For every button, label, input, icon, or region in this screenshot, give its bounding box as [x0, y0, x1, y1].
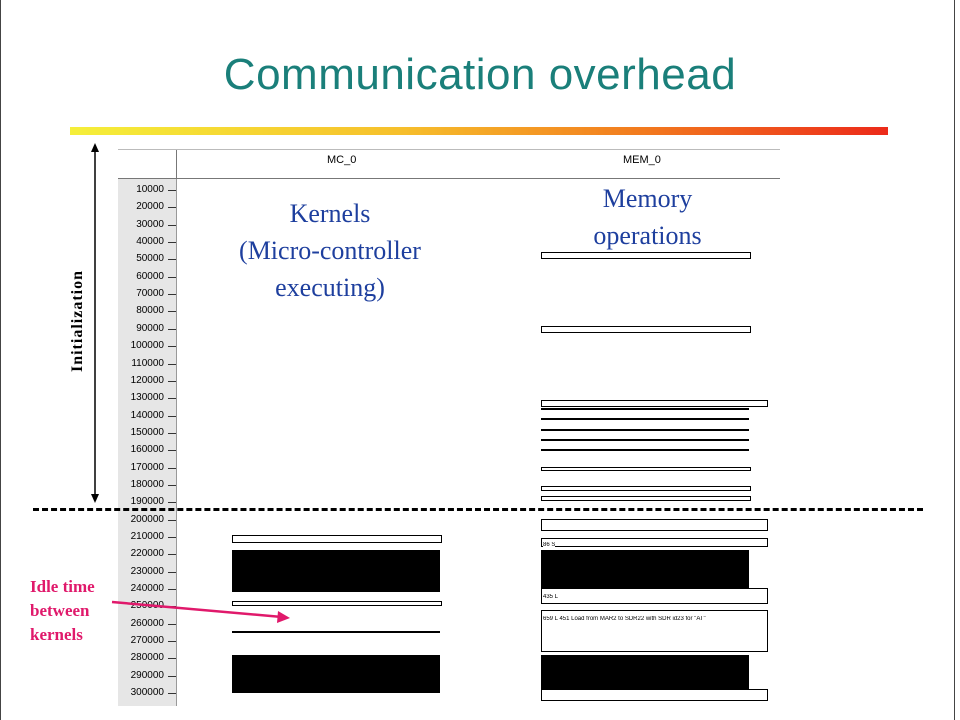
memory-op-bar: [541, 439, 749, 441]
time-tick-label: 190000: [130, 496, 164, 508]
time-tick-mark: [168, 207, 176, 209]
memory-op-bar: [541, 400, 768, 407]
memory-op-bar: [541, 550, 749, 590]
time-tick-label: 200000: [130, 513, 164, 525]
time-tick-mark: [168, 675, 176, 677]
time-tick-label: 60000: [136, 270, 164, 282]
kernel-bar: [232, 535, 442, 543]
time-tick-label: 180000: [130, 478, 164, 490]
title-underline-bar: [70, 127, 888, 135]
time-tick-label: 170000: [130, 461, 164, 473]
time-tick-mark: [168, 224, 176, 226]
memory-op-bar: [541, 655, 749, 689]
memory-op-bar: [541, 408, 749, 410]
time-tick-mark: [168, 363, 176, 365]
time-tick-label: 240000: [130, 583, 164, 595]
time-tick-mark: [168, 502, 176, 504]
time-tick-mark: [168, 242, 176, 244]
time-tick-mark: [168, 259, 176, 261]
memory-op-bar: [541, 588, 768, 604]
slide-right-border: [954, 0, 955, 720]
time-tick-mark: [168, 658, 176, 660]
time-tick-label: 290000: [130, 669, 164, 681]
time-tick-label: 140000: [130, 409, 164, 421]
kernel-bar: [232, 550, 440, 592]
time-tick-label: 50000: [136, 253, 164, 265]
column-header-mem0: MEM_0: [623, 154, 661, 166]
memory-op-bar: [541, 418, 749, 420]
time-tick-mark: [168, 328, 176, 330]
memory-op-bar: [541, 538, 768, 547]
time-tick-label: 110000: [131, 357, 164, 369]
time-tick-label: 150000: [130, 426, 164, 438]
time-tick-mark: [168, 380, 176, 382]
time-tick-mark: [168, 571, 176, 573]
kernel-bar: [232, 601, 442, 606]
time-tick-mark: [168, 432, 176, 434]
time-tick-label: 280000: [130, 652, 164, 664]
time-tick-mark: [168, 519, 176, 521]
time-tick-mark: [168, 346, 176, 348]
time-tick-mark: [168, 190, 176, 191]
initialization-boundary-line: [33, 508, 923, 511]
time-tick-mark: [168, 623, 176, 625]
time-tick-mark: [168, 693, 176, 695]
time-tick-label: 260000: [130, 617, 164, 629]
time-tick-mark: [168, 276, 176, 278]
time-tick-label: 120000: [130, 374, 164, 386]
time-tick-label: 300000: [130, 687, 164, 699]
memory-op-bar: [541, 519, 768, 531]
memory-op-bar: [541, 429, 749, 431]
kernel-bar: [232, 655, 440, 693]
memory-op-bar: [541, 496, 751, 501]
time-tick-label: 210000: [130, 531, 164, 542]
kernels-annotation: Kernels (Micro-controller executing): [239, 199, 421, 302]
time-tick-mark: [168, 467, 176, 469]
time-tick-mark: [168, 606, 176, 608]
memory-op-bar: [541, 449, 749, 451]
slide-left-border: [0, 0, 1, 720]
time-tick-mark: [168, 537, 176, 538]
time-tick-mark: [168, 294, 176, 296]
memory-op-bar: [541, 467, 751, 471]
memory-op-label: 435 L: [543, 594, 559, 600]
memory-op-label: 659 L 451 Load from MAR2 to SDR22 with S…: [543, 616, 743, 622]
memory-op-bar: [541, 689, 768, 701]
time-tick-label: 70000: [136, 288, 164, 300]
memory-op-bar: [541, 486, 751, 491]
kernel-bar: [232, 631, 440, 633]
time-tick-label: 10000: [136, 184, 164, 195]
time-tick-label: 160000: [130, 444, 164, 456]
time-tick-label: 30000: [136, 218, 164, 230]
time-tick-label: 90000: [136, 322, 164, 334]
memory-operations-annotation: Memory operations: [593, 184, 702, 250]
timeline-header: MC_0 MEM_0: [118, 150, 780, 179]
time-tick-label: 40000: [136, 236, 164, 248]
time-tick-mark: [168, 554, 176, 556]
time-tick-mark: [168, 450, 176, 452]
time-tick-label: 230000: [130, 565, 164, 577]
slide-title: Communication overhead: [223, 50, 737, 99]
memory-op-bar: [541, 252, 751, 259]
time-tick-mark: [168, 484, 176, 486]
idle-time-annotation: Idle time between kernels: [30, 577, 95, 644]
memory-op-label: 86 S: [543, 542, 556, 548]
time-tick-mark: [168, 398, 176, 400]
time-tick-label: 130000: [130, 392, 164, 404]
time-tick-label: 20000: [136, 201, 164, 213]
time-tick-mark: [168, 311, 176, 313]
time-tick-label: 250000: [130, 600, 164, 612]
time-tick-mark: [168, 589, 176, 591]
time-tick-label: 220000: [130, 548, 164, 560]
time-tick-label: 100000: [130, 340, 164, 352]
time-tick-mark: [168, 641, 176, 643]
memory-op-bar: [541, 326, 751, 333]
time-tick-label: 270000: [130, 635, 164, 647]
column-header-mc0: MC_0: [327, 154, 357, 166]
header-separator: [176, 150, 177, 178]
time-tick-label: 80000: [136, 305, 164, 317]
initialization-range-arrow: [91, 143, 99, 503]
time-tick-mark: [168, 415, 176, 417]
